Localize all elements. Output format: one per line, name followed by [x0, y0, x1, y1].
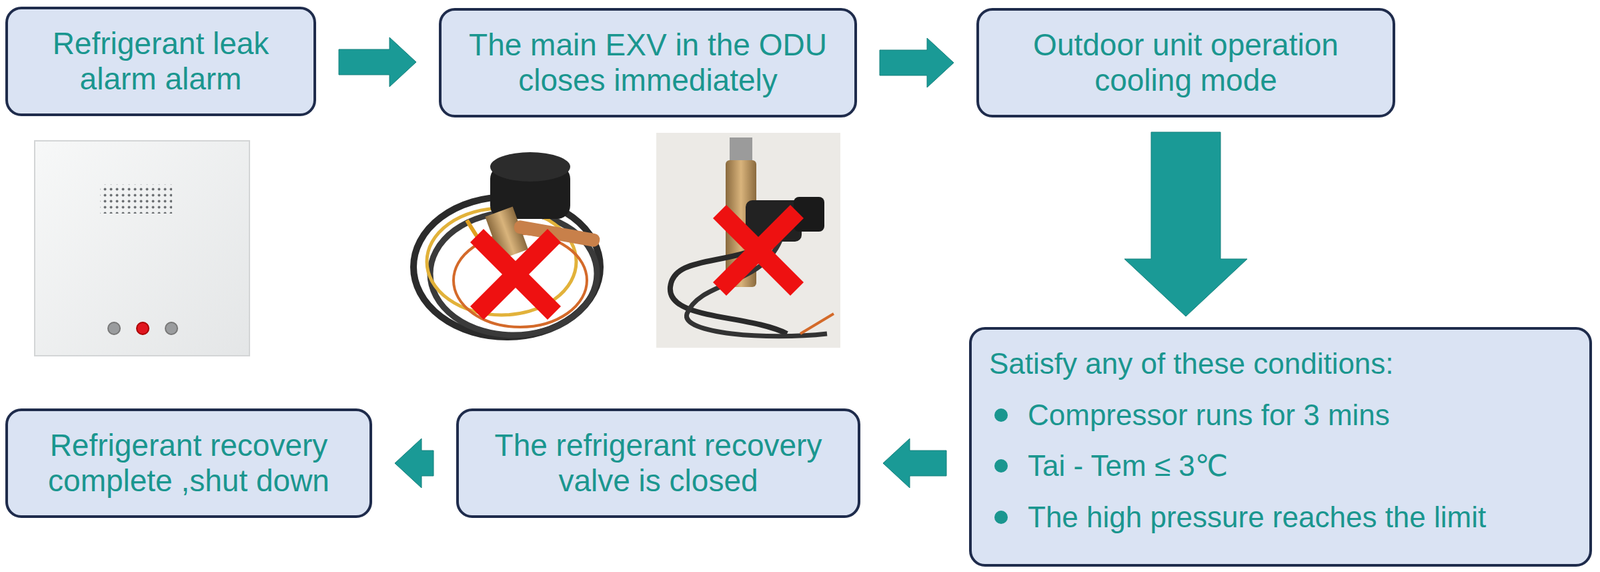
condition-text: Tai - Tem ≤ 3℃	[1027, 448, 1228, 483]
condition-text: The high pressure reaches the limit	[1027, 500, 1486, 535]
bullet-row: The high pressure reaches the limit	[989, 500, 1574, 535]
bullet-dot	[994, 510, 1008, 524]
flow-arrow	[879, 38, 954, 88]
box-text: The main EXV in the ODU closes immediate…	[456, 27, 840, 99]
condition-box: Satisfy any of these conditions: Compress…	[969, 326, 1592, 567]
leak-alarm-device	[34, 140, 250, 356]
box-text: Satisfy any of these conditions:	[989, 346, 1574, 381]
process-box: The refrigerant recovery valve is closed	[456, 408, 861, 518]
box-text: Refrigerant leak alarm alarm	[22, 26, 299, 97]
bullet-row: Compressor runs for 3 mins	[989, 398, 1574, 433]
red-cross	[470, 228, 561, 320]
box-text: Refrigerant recovery complete ,shut down	[22, 427, 355, 499]
flow-arrow	[1124, 132, 1248, 317]
exv-valve-photo	[656, 132, 841, 348]
process-box: Outdoor unit operation cooling mode	[976, 8, 1396, 118]
bullet-dot	[994, 408, 1008, 422]
process-box: Refrigerant recovery complete ,shut down	[5, 408, 373, 518]
condition-text: Compressor runs for 3 mins	[1027, 398, 1390, 433]
red-cross	[712, 204, 804, 296]
box-text: The refrigerant recovery valve is closed	[473, 427, 844, 499]
flow-arrow	[883, 438, 947, 488]
process-box: The main EXV in the ODU closes immediate…	[438, 8, 858, 118]
flow-arrow	[338, 37, 417, 87]
bullet-row: Tai - Tem ≤ 3℃	[989, 448, 1574, 483]
exv-coil-photo	[407, 134, 624, 351]
box-text: Outdoor unit operation cooling mode	[993, 27, 1378, 99]
flow-arrow	[394, 438, 434, 488]
bullet-dot	[994, 458, 1008, 473]
process-box: Refrigerant leak alarm alarm	[5, 6, 317, 117]
